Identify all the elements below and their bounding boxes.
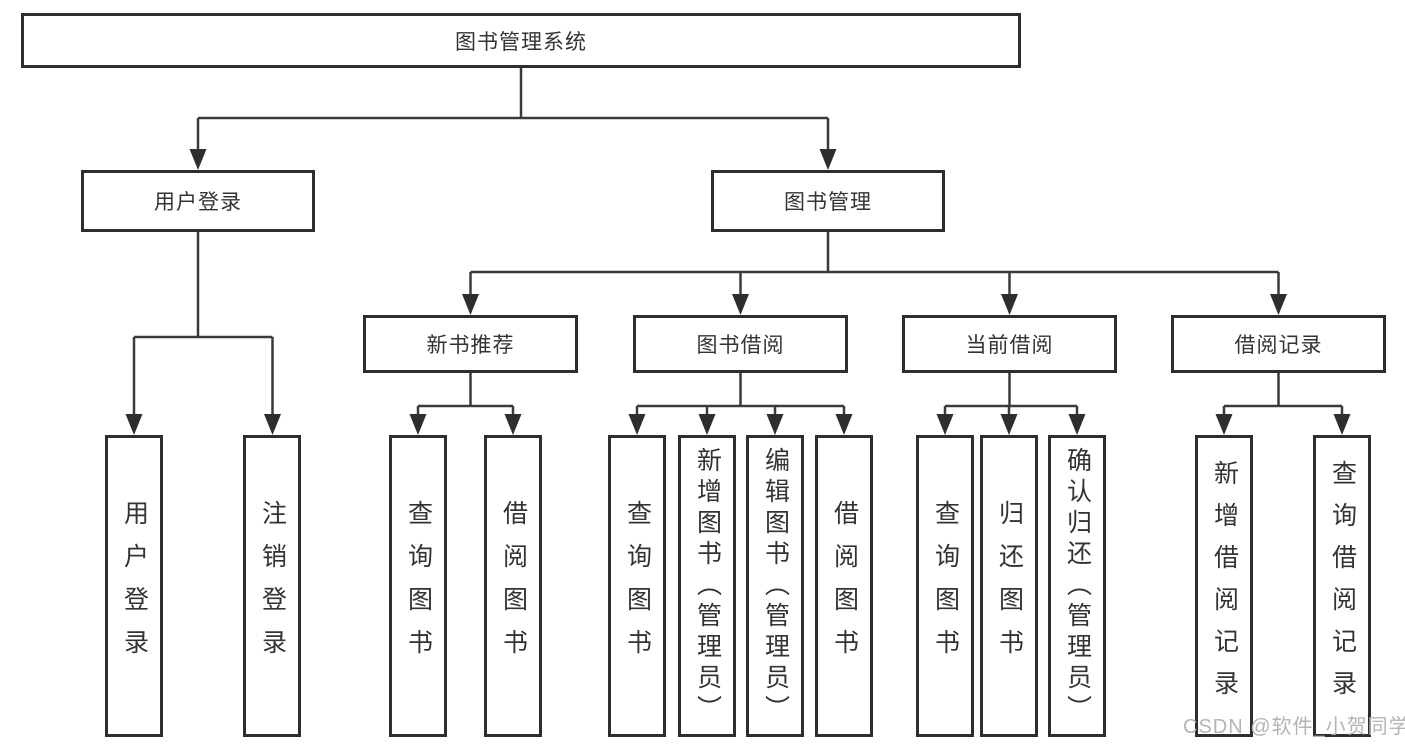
node-new-book-recommendation: 新书推荐 [363, 315, 578, 373]
watermark: CSDN @软件_小贺同学 [1183, 716, 1405, 738]
leaf-query-books-current: 查询图书 [916, 435, 974, 737]
node-library-management-system: 图书管理系统 [21, 13, 1021, 68]
connector-new-book-recommendation-to-leaves [409, 373, 522, 435]
leaf-add-books-admin: 新增图书（管理员） [678, 435, 736, 737]
leaf-user-login: 用户登录 [105, 435, 163, 737]
leaf-confirm-return-admin: 确认归还（管理员） [1048, 435, 1106, 737]
leaf-add-borrowing-record: 新增借阅记录 [1195, 435, 1253, 737]
leaf-borrow-books-borrowing: 借阅图书 [815, 435, 873, 737]
leaf-edit-books-admin: 编辑图书（管理员） [746, 435, 804, 737]
connector-current-borrowing-to-leaves [936, 373, 1086, 435]
connector-root-to-level2 [189, 68, 837, 170]
leaf-borrow-books-recommend: 借阅图书 [484, 435, 542, 737]
leaf-query-books-borrowing: 查询图书 [608, 435, 666, 737]
leaf-logout: 注销登录 [243, 435, 301, 737]
connector-book-borrowing-to-leaves [628, 373, 853, 435]
node-book-management: 图书管理 [711, 170, 945, 232]
connector-user-login-to-leaves [125, 232, 281, 435]
leaf-query-books-recommend: 查询图书 [389, 435, 447, 737]
connector-book-management-to-level3 [462, 232, 1287, 315]
leaf-return-books: 归还图书 [980, 435, 1038, 737]
node-current-borrowing: 当前借阅 [902, 315, 1117, 373]
node-borrowing-records: 借阅记录 [1171, 315, 1386, 373]
node-user-login: 用户登录 [81, 170, 315, 232]
connector-borrowing-records-to-leaves [1215, 373, 1351, 435]
leaf-query-borrowing-record: 查询借阅记录 [1313, 435, 1371, 737]
node-book-borrowing: 图书借阅 [633, 315, 848, 373]
